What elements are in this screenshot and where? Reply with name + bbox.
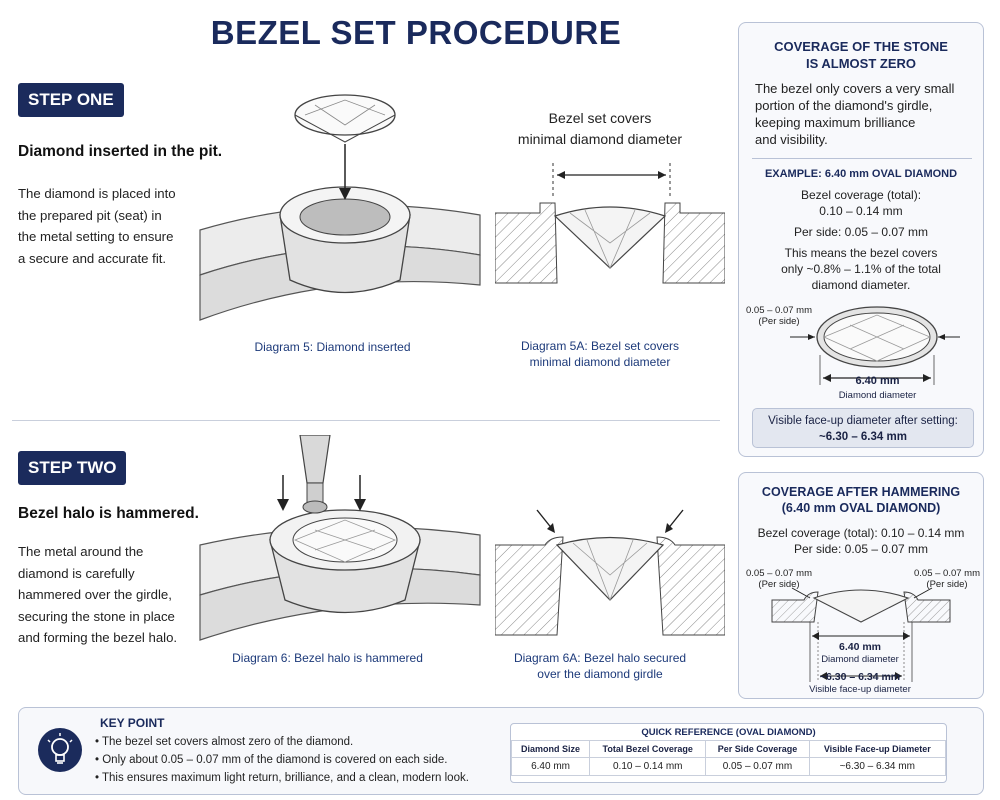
coverage-side-label: 0.05 – 0.07 mm (Per side) — [745, 305, 812, 327]
qref-header: Total Bezel Coverage — [589, 740, 707, 758]
section-divider — [12, 420, 720, 421]
hammer-visible-value: ~6.30 – 6.34 mm — [819, 671, 901, 683]
hammer-side-left: 0.05 – 0.07 mm (Per side) — [745, 568, 812, 590]
qref-header: Per Side Coverage — [705, 740, 810, 758]
qref-cell: 0.05 – 0.07 mm — [705, 757, 810, 776]
hammer-lines: Bezel coverage (total): 0.10 – 0.14 mm P… — [757, 526, 965, 556]
coverage-diam-label: Diamond diameter — [838, 390, 917, 401]
coverage-oval-diagram — [790, 306, 960, 385]
qref-cell: ~6.30 – 6.34 mm — [808, 757, 947, 776]
hammer-diam-value: 6.40 mm — [838, 641, 882, 653]
coverage-panel-title: COVERAGE OF THE STONE IS ALMOST ZERO — [774, 39, 948, 71]
key-point-title: KEY POINT — [100, 716, 165, 730]
lightbulb-icon — [38, 728, 82, 772]
step-two-description: The metal around the diamond is carefull… — [18, 544, 178, 645]
page-title: BEZEL SET PROCEDURE — [210, 14, 622, 51]
hammer-diam-label: Diamond diameter — [821, 654, 899, 665]
step-one-badge: STEP ONE — [18, 83, 124, 117]
coverage-example-lines: Bezel coverage (total): 0.10 – 0.14 mm P… — [781, 188, 941, 292]
visible-diameter-box: Visible face-up diameter after setting: … — [752, 408, 974, 448]
diagram-5-caption: Diagram 5: Diamond inserted — [254, 340, 411, 354]
quick-reference-table: QUICK REFERENCE (OVAL DIAMOND) Diamond S… — [510, 723, 947, 783]
hammer-panel-title: COVERAGE AFTER HAMMERING (6.40 mm OVAL D… — [761, 485, 961, 515]
qref-header: Visible Face-up Diameter — [808, 740, 947, 758]
coverage-intro: The bezel only covers a very small porti… — [755, 81, 955, 147]
qref-cell: 6.40 mm — [510, 757, 591, 776]
step-one-heading: Diamond inserted in the pit. — [18, 143, 223, 160]
diagram-5-illustration — [199, 94, 481, 321]
step-one-description: The diamond is placed into the prepared … — [18, 186, 176, 266]
example-title: EXAMPLE: 6.40 mm OVAL DIAMOND — [764, 168, 958, 180]
diagram-6a-caption: Diagram 6A: Bezel halo secured over the … — [513, 651, 687, 681]
diagram-5a-label: Bezel set covers minimal diamond diamete… — [517, 110, 683, 147]
key-point-bullets: • The bezel set covers almost zero of th… — [95, 736, 469, 784]
hammer-panel — [738, 472, 984, 699]
coverage-panel — [738, 22, 984, 457]
step-two-badge: STEP TWO — [18, 451, 127, 485]
hammer-visible-label: Visible face-up diameter — [809, 684, 911, 695]
diagram-6a-cross-section — [495, 509, 725, 636]
diagram-5a-cross-section — [495, 163, 725, 284]
diagram-5a-caption: Diagram 5A: Bezel set covers minimal dia… — [520, 339, 680, 369]
coverage-divider — [752, 158, 972, 159]
hammer-side-right: 0.05 – 0.07 mm (Per side) — [913, 568, 980, 590]
hammer-tool-icon — [299, 435, 331, 514]
step-two-heading: Bezel halo is hammered. — [18, 505, 199, 522]
qref-header: Diamond Size — [510, 740, 591, 758]
coverage-diam-value: 6.40 mm — [855, 375, 900, 387]
diagram-6-caption: Diagram 6: Bezel halo is hammered — [232, 651, 423, 665]
qref-cell: 0.10 – 0.14 mm — [589, 757, 707, 776]
quick-reference-title: QUICK REFERENCE (OVAL DIAMOND) — [641, 727, 816, 738]
hammer-cross-section — [771, 587, 951, 682]
diagram-6-illustration — [199, 435, 481, 641]
